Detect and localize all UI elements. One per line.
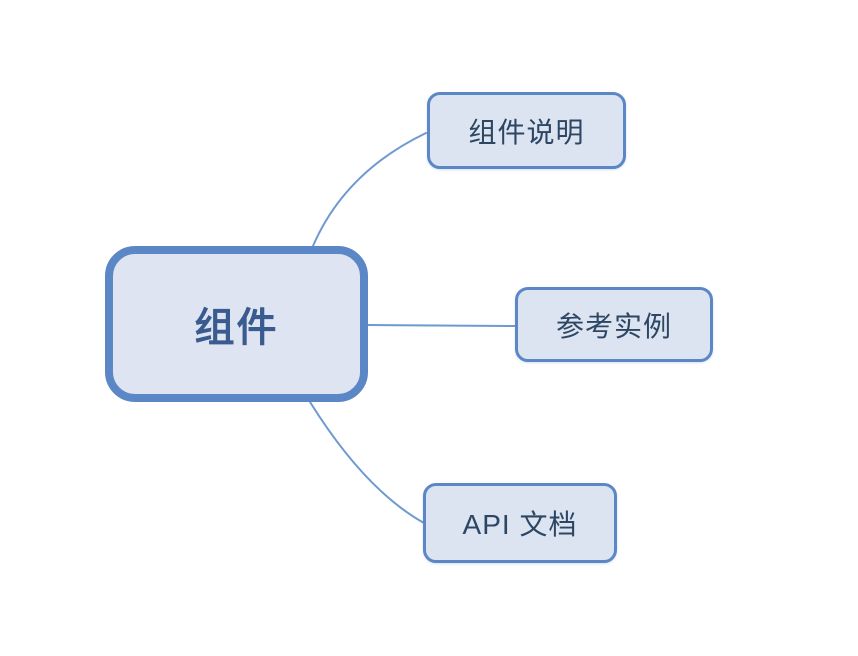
node-root[interactable]: 组件 xyxy=(105,246,368,402)
node-root-label: 组件 xyxy=(194,306,279,350)
connector-root-to-child-1 xyxy=(312,132,427,247)
connector-root-to-child-3 xyxy=(309,401,425,524)
node-reference-examples-label: 参考实例 xyxy=(555,310,672,342)
connector-root-to-child-2 xyxy=(367,324,517,327)
node-component-description-label: 组件说明 xyxy=(468,116,585,148)
node-component-description[interactable]: 组件说明 xyxy=(427,92,626,169)
node-api-docs[interactable]: API 文档 xyxy=(423,483,617,563)
node-reference-examples[interactable]: 参考实例 xyxy=(515,287,713,362)
node-api-docs-label: API 文档 xyxy=(462,509,578,540)
